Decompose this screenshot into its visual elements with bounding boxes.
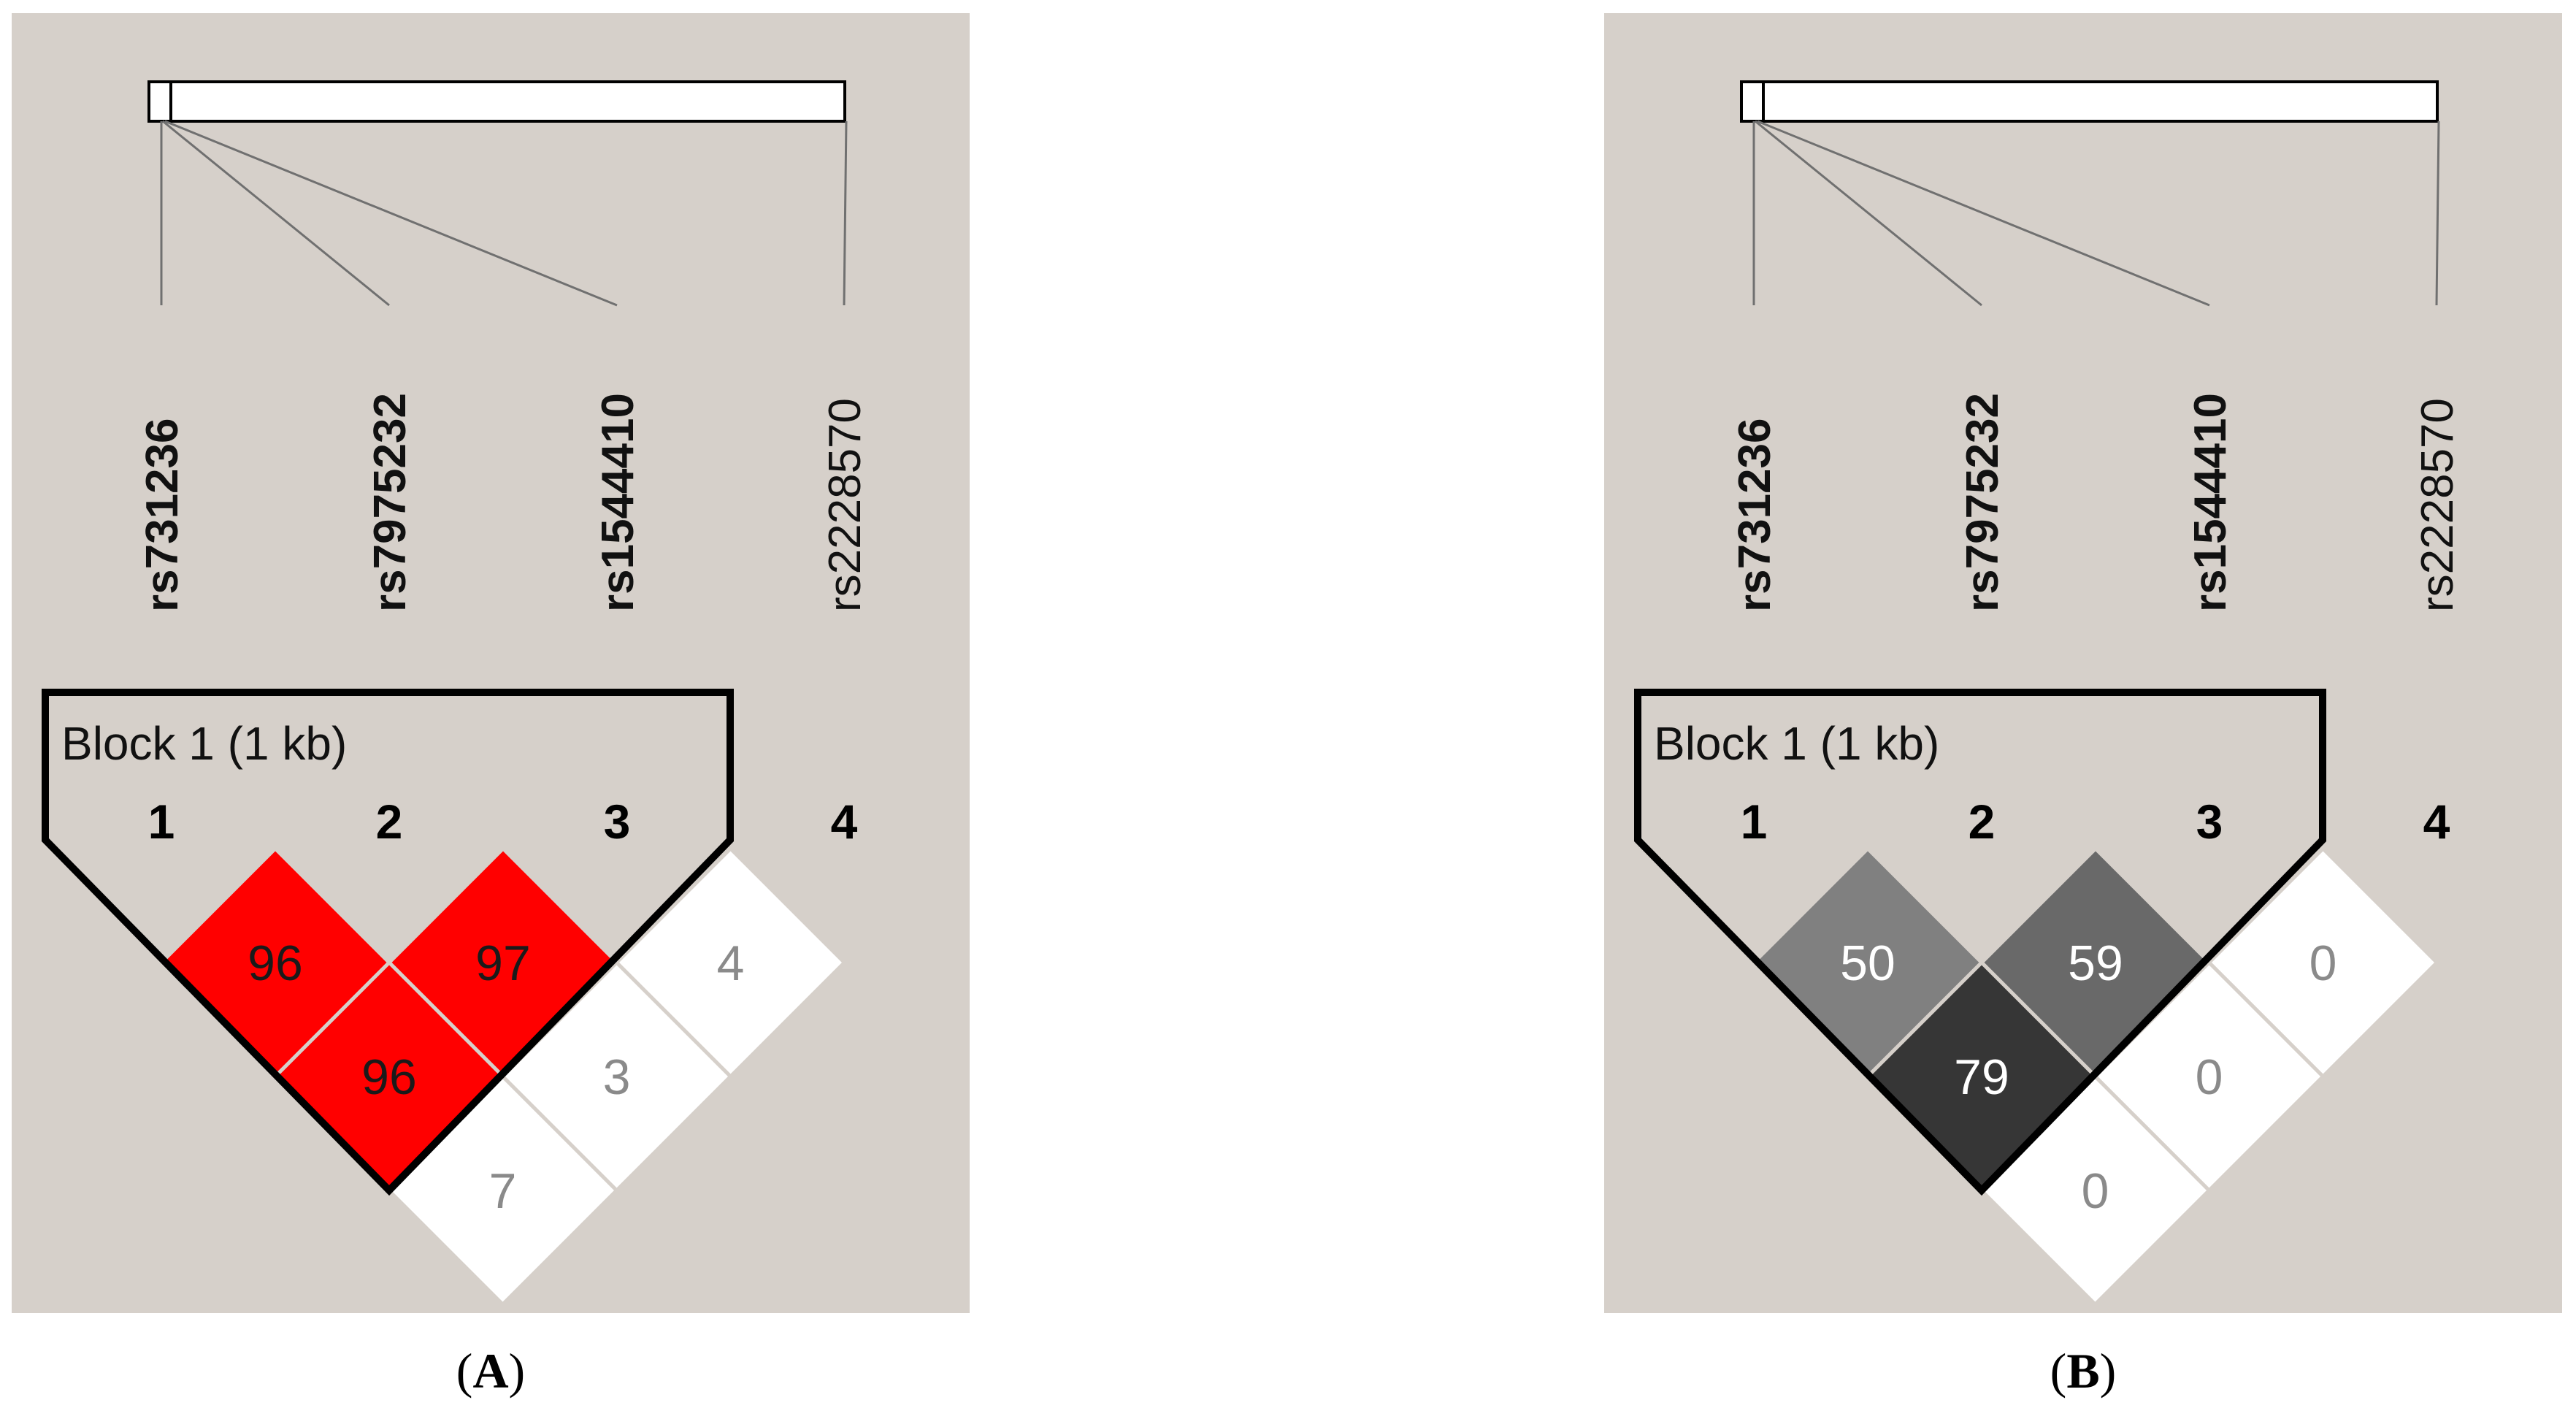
snp-index-label: 4 bbox=[2423, 795, 2450, 849]
ld-value-3-4: 4 bbox=[717, 936, 745, 991]
snp-connector-line bbox=[1755, 120, 1982, 307]
gene-bar bbox=[1740, 80, 2439, 123]
snp-name-label: rs1544410 bbox=[2185, 393, 2236, 612]
snp-index-label: 3 bbox=[2196, 795, 2223, 849]
snp-connector-line bbox=[2435, 121, 2440, 306]
panel-B: rs731236 rs7975232 rs1544410 rs2228570 1 2 3 4 5… bbox=[1604, 13, 2562, 1399]
ld-block-outline bbox=[1634, 689, 2326, 1196]
ld-value-3-4: 0 bbox=[2309, 936, 2337, 991]
snp-index-label: 3 bbox=[604, 795, 631, 849]
snp-index-label: 1 bbox=[1741, 795, 1768, 849]
block-label: Block 1 (1 kb) bbox=[61, 717, 347, 770]
panel-A: rs731236 rs7975232 rs1544410 rs2228570 1 2 3 4 9… bbox=[12, 13, 970, 1399]
ld-value-2-4: 0 bbox=[2196, 1049, 2223, 1105]
snp-index-label: 4 bbox=[831, 795, 858, 849]
ld-value-1-2: 96 bbox=[248, 936, 303, 991]
snp-index-label: 1 bbox=[148, 795, 175, 849]
ld-block-outline bbox=[42, 689, 734, 1196]
snp-connector-line bbox=[843, 121, 848, 306]
ld-value-1-4: 7 bbox=[489, 1163, 517, 1219]
block-label: Block 1 (1 kb) bbox=[1654, 717, 1939, 770]
snp-name-label: rs2228570 bbox=[2412, 398, 2463, 612]
gene-bar bbox=[147, 80, 846, 123]
snp-connector-line bbox=[162, 120, 390, 307]
ld-value-1-4: 0 bbox=[2082, 1163, 2109, 1219]
snp-name-label: rs2228570 bbox=[820, 398, 870, 612]
snp-index-label: 2 bbox=[376, 795, 403, 849]
snp-connector-line bbox=[164, 120, 618, 307]
ld-value-1-3: 96 bbox=[361, 1049, 417, 1105]
snp-name-label: rs731236 bbox=[1730, 418, 1780, 613]
ld-value-1-3: 79 bbox=[1954, 1049, 2009, 1105]
panel-caption: (A) bbox=[456, 1343, 525, 1399]
snp-index-label: 2 bbox=[1969, 795, 1996, 849]
snp-connector-line bbox=[1757, 120, 2210, 307]
panel-caption: (B) bbox=[2050, 1343, 2117, 1399]
snp-name-label: rs1544410 bbox=[593, 393, 643, 612]
snp-name-label: rs7975232 bbox=[1958, 393, 2008, 612]
ld-value-2-3: 59 bbox=[2068, 936, 2123, 991]
snp-name-label: rs731236 bbox=[137, 418, 188, 613]
ld-value-2-4: 3 bbox=[603, 1049, 631, 1105]
ld-value-2-3: 97 bbox=[475, 936, 531, 991]
snp-name-label: rs7975232 bbox=[365, 393, 415, 612]
ld-value-1-2: 50 bbox=[1840, 936, 1895, 991]
